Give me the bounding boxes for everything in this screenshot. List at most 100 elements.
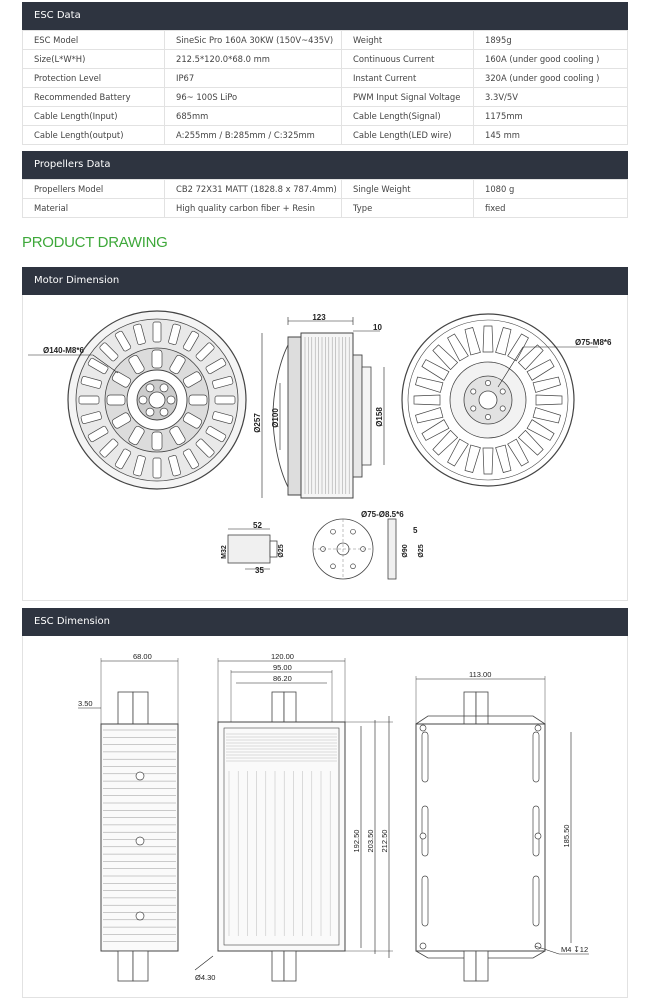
product-drawing-title: PRODUCT DRAWING: [22, 234, 168, 251]
esc-back-slot: [532, 805, 540, 857]
rear-slot: [507, 438, 529, 467]
spec-label: Material: [22, 198, 165, 218]
adapter-hole: [350, 528, 356, 535]
rear-slot: [495, 444, 512, 473]
shaft-length-label: 52: [253, 521, 262, 530]
esc-mount-hole: [534, 832, 542, 840]
hub-hole: [159, 407, 169, 417]
spec-label: Cable Length(Input): [22, 106, 165, 126]
motor-front-view: [67, 310, 247, 490]
spec-label: Type: [341, 198, 474, 218]
spec-label: Cable Length(Signal): [341, 106, 474, 126]
rear-slot: [421, 359, 450, 381]
rotor-spoke: [169, 354, 186, 375]
propellers-data-header: Propellers Data: [22, 151, 628, 179]
esc-back-slot: [421, 805, 429, 857]
esc-data-header: ESC Data: [22, 2, 628, 30]
rear-slot: [526, 419, 555, 441]
rear-slot: [495, 327, 512, 356]
side-inner-dia-label: Ø100: [271, 408, 280, 428]
esc-hole-label: Ø4.30: [195, 973, 215, 982]
rear-slot: [415, 376, 444, 393]
stator-slot: [87, 425, 109, 443]
esc-drawing-box: 68.00 3.50 120.00 95.00 86.20: [22, 636, 628, 998]
shaft-base-label: 35: [255, 566, 264, 575]
spec-value: 1175mm: [473, 106, 628, 126]
rear-slot: [447, 333, 469, 362]
motor-drawing-box: Ø140-M8*6 123 10 Ø257 Ø100 Ø158: [22, 295, 628, 601]
table-row: Cable Length(output)A:255mm / B:285mm / …: [22, 125, 628, 145]
esc-side-view: 68.00 3.50: [78, 652, 179, 982]
rear-slot: [464, 327, 481, 356]
spec-label: Single Weight: [341, 179, 474, 199]
esc-offset-label: 3.50: [78, 699, 93, 708]
hub-hole: [145, 407, 155, 417]
esc-mount-hole: [419, 832, 427, 840]
rear-slot: [517, 429, 544, 456]
stator-slot: [212, 411, 234, 424]
rear-hub-hole: [470, 405, 477, 412]
esc-mount-hole: [534, 724, 542, 732]
side-outer-dia-label: Ø257: [253, 413, 262, 433]
rotor-spoke: [111, 371, 132, 388]
esc-width-inner-label: 86.20: [273, 674, 292, 683]
rear-hub-hole: [485, 380, 491, 386]
spec-value: SineSic Pro 160A 30KW (150V~435V): [164, 30, 342, 50]
esc-dimension-title: ESC Dimension: [34, 616, 110, 627]
hub-hole: [159, 383, 169, 393]
motor-dimension-header: Motor Dimension: [22, 267, 628, 295]
esc-drawing: 68.00 3.50 120.00 95.00 86.20: [78, 652, 589, 982]
esc-mount-hole: [419, 724, 427, 732]
rear-slot: [482, 325, 494, 353]
esc-width-total-label: 120.00: [271, 652, 294, 661]
stator-slot: [99, 342, 119, 362]
stator-slot: [214, 395, 236, 405]
motor-dimension-title: Motor Dimension: [34, 275, 120, 286]
rear-slot: [526, 359, 555, 381]
spec-label: Propellers Model: [22, 179, 165, 199]
rear-hub-hole: [499, 405, 506, 412]
spec-label: Cable Length(LED wire): [341, 125, 474, 145]
stator-slot: [195, 342, 215, 362]
motor-drawing: Ø140-M8*6 123 10 Ø257 Ø100 Ø158: [28, 310, 612, 580]
stator-slot: [205, 425, 227, 443]
rear-hub-hole: [470, 388, 477, 395]
rear-bolt-label: Ø75-M8*6: [575, 338, 612, 347]
adapter-hole: [330, 563, 336, 570]
esc-len2-label: 203.50: [366, 830, 375, 853]
propellers-data-title: Propellers Data: [34, 159, 111, 170]
esc-back-width-label: 113.00: [469, 670, 491, 679]
rotor-spoke: [128, 354, 145, 375]
stator-slot: [80, 411, 102, 424]
stator-slot: [114, 330, 132, 352]
esc-back-len-label: 185.50: [562, 825, 571, 848]
rear-slot: [421, 419, 450, 441]
rear-hub-hole: [485, 414, 491, 420]
rear-slot: [432, 344, 459, 371]
stator-slot: [78, 395, 100, 405]
side-flange-label: 10: [373, 323, 382, 332]
stator-slot: [133, 323, 146, 345]
stator-slot: [195, 438, 215, 458]
shaft-dia-label: Ø25: [278, 544, 285, 557]
rear-slot: [517, 344, 544, 371]
esc-mount-hole: [419, 942, 427, 950]
rear-slot: [432, 429, 459, 456]
rear-slot: [447, 438, 469, 467]
esc-side-screw: [135, 771, 145, 781]
rear-slot: [464, 444, 481, 473]
esc-back-view: 113.00 185.50 M4 ↧12: [415, 670, 589, 982]
rotor-spoke: [182, 412, 203, 429]
esc-len1-label: 192.50: [352, 830, 361, 853]
esc-dimension-header: ESC Dimension: [22, 608, 628, 636]
hub-hole: [138, 395, 148, 405]
spec-value: 685mm: [164, 106, 342, 126]
esc-side-screw: [135, 911, 145, 921]
